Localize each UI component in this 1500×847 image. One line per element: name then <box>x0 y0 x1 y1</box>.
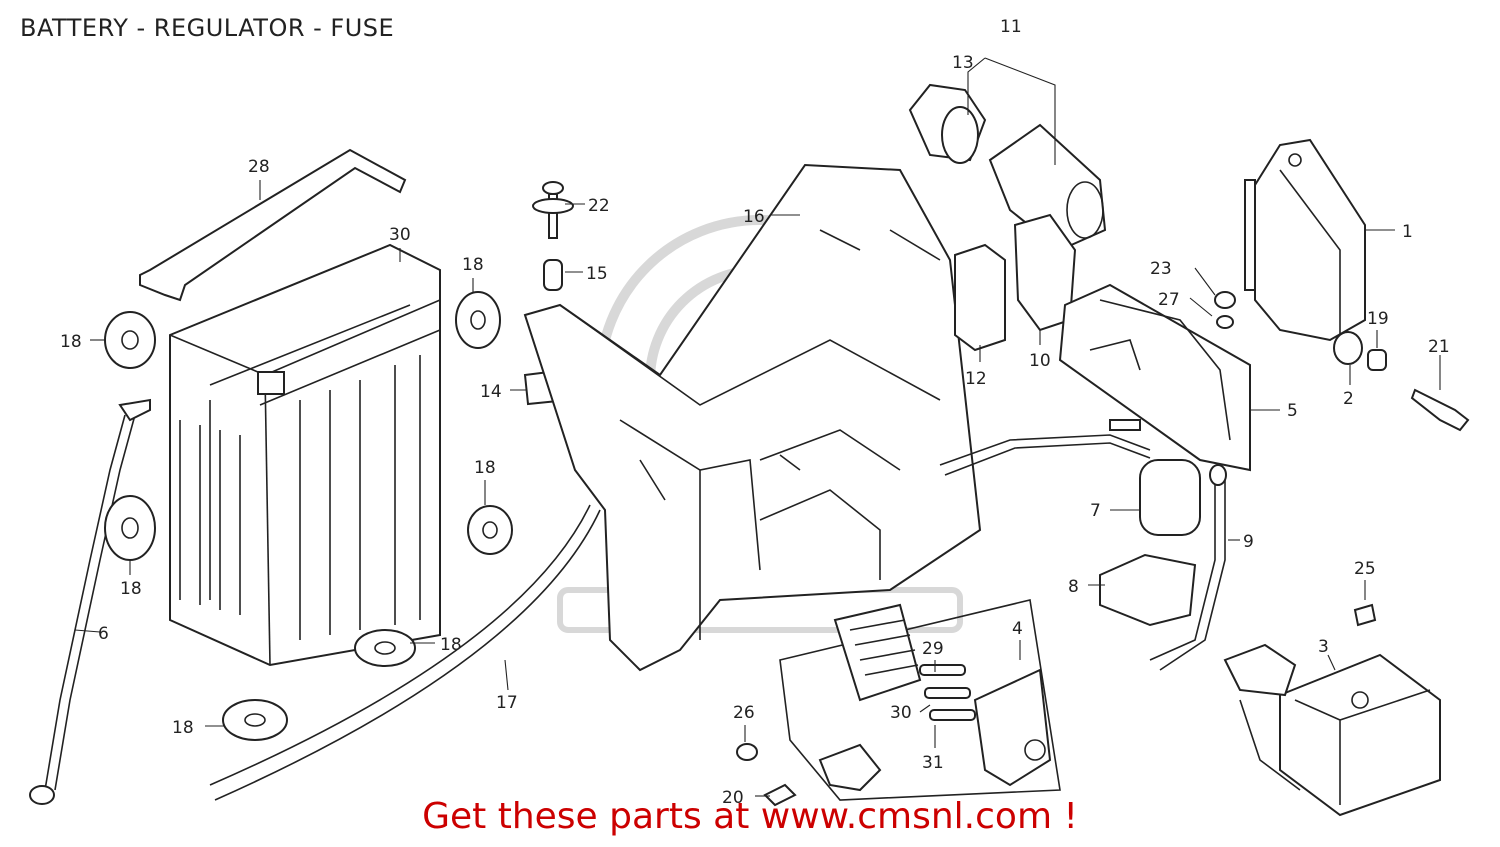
battery-terminal <box>257 371 285 395</box>
callout-31: 31 <box>922 753 944 773</box>
callout-7: 7 <box>1090 501 1101 521</box>
callout-13: 13 <box>952 53 974 73</box>
callout-18-upper-right: 18 <box>462 255 484 275</box>
fuse-holder <box>954 213 1077 352</box>
callout-8: 8 <box>1068 577 1079 597</box>
callout-9: 9 <box>1243 532 1254 552</box>
ground-cable <box>29 398 151 805</box>
callout-17: 17 <box>496 693 518 713</box>
callout-20: 20 <box>722 788 744 808</box>
wire-bracket <box>1058 283 1251 472</box>
small-hardware <box>1214 291 1470 432</box>
callout-6: 6 <box>98 624 109 644</box>
callout-30-fuse: 30 <box>890 703 912 723</box>
callout-19: 19 <box>1367 309 1389 329</box>
callout-labels: 11 13 1 19 2 21 23 27 5 7 8 9 4 3 25 29 … <box>60 17 1450 808</box>
starter-relay <box>939 419 1227 671</box>
leader-lines <box>74 57 1441 797</box>
callout-4: 4 <box>1012 619 1023 639</box>
callout-23: 23 <box>1150 259 1172 279</box>
callout-29: 29 <box>922 639 944 659</box>
callout-18-lower-left: 18 <box>172 718 194 738</box>
battery-box <box>523 163 982 672</box>
callout-26: 26 <box>733 703 755 723</box>
rubber-cushions <box>104 291 513 741</box>
callout-14: 14 <box>480 382 502 402</box>
callout-16: 16 <box>743 207 765 227</box>
callout-18-mid-left: 18 <box>120 579 142 599</box>
callout-12: 12 <box>965 369 987 389</box>
callout-2: 2 <box>1343 389 1354 409</box>
callout-22: 22 <box>588 196 610 216</box>
callout-28: 28 <box>248 157 270 177</box>
callout-3: 3 <box>1318 637 1329 657</box>
voltage-regulator <box>1244 138 1366 342</box>
battery-strap <box>139 148 407 302</box>
callout-15: 15 <box>586 264 608 284</box>
callout-18-mid-right: 18 <box>474 458 496 478</box>
diagram-title: BATTERY - REGULATOR - FUSE <box>20 14 395 42</box>
fuse-box <box>779 599 1061 801</box>
callout-11: 11 <box>1000 17 1022 37</box>
callout-1: 1 <box>1402 222 1413 242</box>
callout-5: 5 <box>1287 401 1298 421</box>
callout-18-lower-right: 18 <box>440 635 462 655</box>
breather-tube <box>209 504 601 801</box>
battery <box>169 243 441 667</box>
callout-18-upper-left: 18 <box>60 332 82 352</box>
fuse-case <box>908 83 1107 252</box>
rectifier <box>1223 643 1441 817</box>
callout-21: 21 <box>1428 337 1450 357</box>
parts-link-banner[interactable]: Get these parts at www.cmsnl.com ! <box>422 796 1078 837</box>
callout-30-battery: 30 <box>389 225 411 245</box>
callout-10: 10 <box>1029 351 1051 371</box>
callout-27: 27 <box>1158 290 1180 310</box>
screws-washers <box>736 603 1377 807</box>
callout-25: 25 <box>1354 559 1376 579</box>
